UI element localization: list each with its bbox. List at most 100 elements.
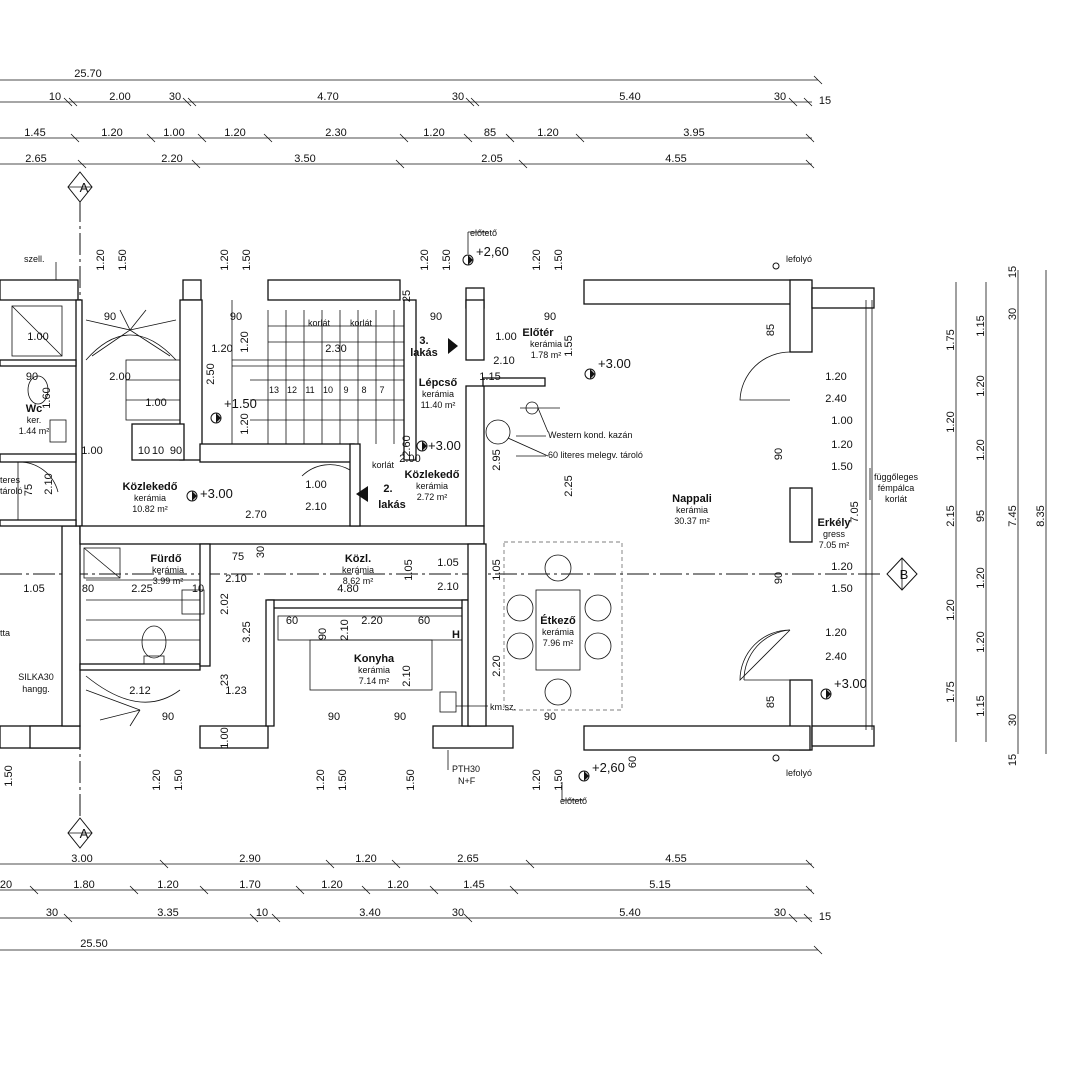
dim-bottom-r3: 30 <box>452 907 464 919</box>
dimension-chains-bottom: 3.00 2.90 1.20 2.65 4.55 20 1.80 1.20 1.… <box>0 853 831 955</box>
room-name: Erkély <box>817 517 851 529</box>
dim-inner: 1.20 <box>831 561 852 573</box>
dim-inner: 2.10 <box>305 501 326 513</box>
dim-inner: 75 <box>232 551 244 563</box>
room-name: Étkező <box>540 614 576 627</box>
dim-inner: 90 <box>162 711 174 723</box>
dim-top-r1: 5.40 <box>619 91 640 103</box>
dim-inner: 1.00 <box>145 397 166 409</box>
dim-inner: 10 <box>138 445 150 457</box>
label-tta-frag: tta <box>0 628 10 638</box>
dim-inner: 30 <box>255 546 267 558</box>
dim-inner: 1.00 <box>81 445 102 457</box>
dim-bottom-r3: 5.40 <box>619 907 640 919</box>
dim-inner: 1.00 <box>219 727 231 748</box>
dim-inner: 1.55 <box>563 335 575 356</box>
dim-inner: 1.00 <box>305 479 326 491</box>
dim-right: 15 <box>1007 266 1019 278</box>
dim-inner: 2.10 <box>43 473 55 494</box>
dim-inner: 2.12 <box>129 685 150 697</box>
room-name: Fürdő <box>150 553 181 565</box>
room-area: 30.37 m² <box>674 516 710 526</box>
dim-inner: 1.20 <box>831 439 852 451</box>
label-pth30: PTH30 <box>452 764 480 774</box>
label-tarolo: 60 literes melegv. tároló <box>548 450 643 460</box>
axis-label-a-bottom: A <box>80 826 89 841</box>
dim-inner: 2.25 <box>563 475 575 496</box>
level-label: +2,60 <box>592 760 625 775</box>
dim-inner: 2.95 <box>491 449 503 470</box>
dim-bottom-r3: 30 <box>774 907 786 919</box>
level-label: +2,60 <box>476 244 509 259</box>
dim-right: 1.15 <box>975 695 987 716</box>
opening-dims-top: 1.20 1.50 1.20 1.50 1.20 1.50 1.20 1.50 <box>95 249 565 270</box>
dim-inner: 1.20 <box>239 331 251 352</box>
dim-inner: 1.60 <box>41 387 53 408</box>
level-label: +3.00 <box>834 676 867 691</box>
dim-inner: 90 <box>26 371 38 383</box>
dim-top-r2: 1.20 <box>224 127 245 139</box>
dim-top-r2: 1.20 <box>423 127 444 139</box>
dim-bottom-r3: 10 <box>256 907 268 919</box>
axis-lines <box>0 171 918 849</box>
stair-number: 11 <box>305 385 314 395</box>
room-area: 7.05 m² <box>819 540 850 550</box>
room-area: 7.96 m² <box>543 638 574 648</box>
room-konyha: Konyha kerámia 7.14 m² <box>354 653 395 686</box>
room-name: Közlekedő <box>122 481 177 493</box>
dim-right: 1.15 <box>975 315 987 336</box>
dim-inner: 75 <box>23 484 35 496</box>
label-h: H <box>452 629 460 641</box>
dim-inner: 2.20 <box>361 615 382 627</box>
opening-bottom: 1.50 <box>173 769 185 790</box>
dim-inner: 1.23 <box>225 685 246 697</box>
dim-inner: 10 <box>152 445 164 457</box>
dim-inner: 85 <box>765 324 777 336</box>
dim-top-r1: 4.70 <box>317 91 338 103</box>
level-label: +3.00 <box>428 438 461 453</box>
dim-inner: 1.20 <box>211 343 232 355</box>
dim-inner: 10 <box>192 583 204 595</box>
opening-dims-bottom: 1.50 1.20 1.50 1.20 1.50 1.50 1.20 1.50 <box>3 765 565 790</box>
opening-bottom: 1.50 <box>405 769 417 790</box>
room-area: 3.99 m² <box>153 576 184 586</box>
dim-right: 30 <box>1007 308 1019 320</box>
dim-bottom-r3: 3.40 <box>359 907 380 919</box>
room-finish: kerámia <box>422 389 454 399</box>
dim-inner: 2.10 <box>225 573 246 585</box>
dim-bottom-r2: 1.80 <box>73 879 94 891</box>
opening-top: 1.50 <box>441 249 453 270</box>
room-name: Közlekedő <box>404 469 459 481</box>
dim-top-r1: 2.00 <box>109 91 130 103</box>
stair-number: 7 <box>379 385 384 395</box>
label-korlat: korlát <box>372 460 395 470</box>
dim-inner: 25 <box>401 290 413 302</box>
room-kozlekedo-1: Közlekedő kerámia 10.82 m² <box>122 481 177 514</box>
dim-inner: 2.50 <box>205 363 217 384</box>
dim-bottom-r2: 1.45 <box>463 879 484 891</box>
dim-inner: 1.05 <box>403 559 415 580</box>
opening-bottom: 1.20 <box>151 769 163 790</box>
label-korlat: korlát <box>350 318 373 328</box>
dim-inner: 1.20 <box>239 413 251 434</box>
stair-number: 8 <box>361 385 366 395</box>
label-eloteto-bottom: előtető <box>560 796 587 806</box>
label-lefolyo-top: lefolyó <box>786 254 812 264</box>
label-railing-2: fémpálca <box>878 483 915 493</box>
apartment-label-2-word: lakás <box>378 499 406 511</box>
label-eloteto-top: előtető <box>470 228 497 238</box>
room-finish: kerámia <box>152 565 184 575</box>
room-area: 11.40 m² <box>421 400 456 410</box>
room-area: 8.62 m² <box>343 576 374 586</box>
room-finish: kerámia <box>358 665 390 675</box>
room-area: 1.44 m² <box>19 426 50 436</box>
room-finish: ker. <box>27 415 42 425</box>
room-finish: kerámia <box>416 481 448 491</box>
dim-bottom-r3: 15 <box>819 911 831 923</box>
dim-bottom-r1: 2.90 <box>239 853 260 865</box>
dim-top-r1: 15 <box>819 95 831 107</box>
dim-inner: 2.40 <box>825 651 846 663</box>
dim-inner: 90 <box>170 445 182 457</box>
room-area: 7.14 m² <box>359 676 390 686</box>
dim-top-r3: 4.55 <box>665 153 686 165</box>
